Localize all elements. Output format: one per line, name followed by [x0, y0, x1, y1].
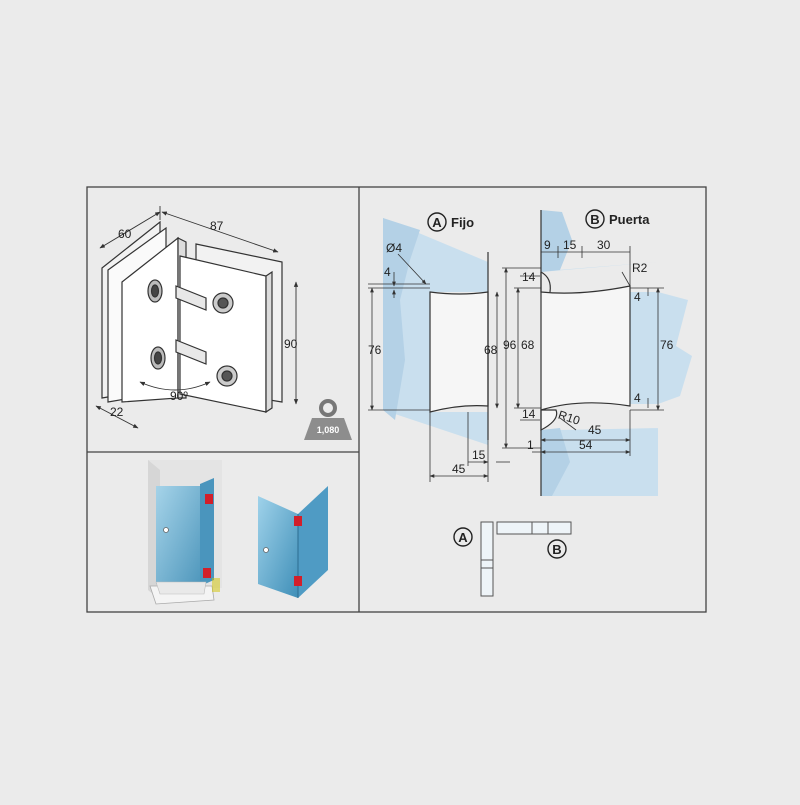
- dim-angle: 90º: [170, 389, 188, 403]
- part-a-dimensions: [368, 253, 510, 482]
- part-b-dim-30: 30: [597, 238, 611, 252]
- part-b-dim-96: 96: [503, 338, 517, 352]
- weight-value: 1,080: [317, 425, 340, 435]
- part-a-dim-hole: Ø4: [386, 241, 402, 255]
- part-a-glass: [383, 218, 488, 445]
- part-b-dim-r2: R2: [632, 261, 648, 275]
- dim-depth: 60: [118, 227, 132, 241]
- part-b-dim-54: 54: [579, 438, 593, 452]
- part-b-dim-76: 76: [660, 338, 674, 352]
- part-a-dim-68: 68: [484, 343, 498, 357]
- part-b-label: [585, 209, 605, 229]
- part-b-dim-r10: R10: [556, 408, 582, 428]
- part-a-dim-15: 15: [472, 448, 486, 462]
- part-b-dim-68: 68: [521, 338, 535, 352]
- part-a-dim-45: 45: [452, 462, 466, 476]
- part-b-dim-15: 15: [563, 238, 577, 252]
- legend-b-letter: B: [552, 542, 561, 557]
- dim-width: 87: [210, 219, 224, 233]
- shower-enclosure-illustration: [148, 460, 222, 605]
- legend-a-letter: A: [458, 530, 468, 545]
- hinge-isometric: [101, 220, 283, 414]
- part-b-dim-14-top: 14: [522, 270, 536, 284]
- part-b-letter: B: [590, 212, 599, 227]
- part-a-letter: A: [432, 215, 442, 230]
- legend-b-section: [496, 521, 572, 559]
- part-a-cutout: [429, 252, 489, 440]
- weight-icon: [304, 399, 352, 440]
- part-b-dim-4-bottom: 4: [634, 391, 641, 405]
- dim-height: 90: [284, 337, 298, 351]
- hinge-iso-dimensions: [95, 206, 299, 429]
- part-b-dim-9: 9: [544, 238, 551, 252]
- part-b-dim-14-bottom: 14: [522, 407, 536, 421]
- part-a-dim-76: 76: [368, 343, 382, 357]
- part-b-dim-1: 1: [527, 438, 534, 452]
- frame: [86, 186, 707, 613]
- part-a-name: Fijo: [451, 215, 474, 230]
- part-a-dim-offset: 4: [384, 265, 391, 279]
- legend-a-section: [453, 521, 494, 597]
- part-b-dim-4-top: 4: [634, 290, 641, 304]
- glass-corner-illustration: [258, 486, 328, 598]
- part-b-dim-45: 45: [588, 423, 602, 437]
- part-a-label: [427, 212, 447, 232]
- part-b-name: Puerta: [609, 212, 650, 227]
- part-b-dimensions: [502, 246, 664, 456]
- dim-thickness: 22: [110, 405, 124, 419]
